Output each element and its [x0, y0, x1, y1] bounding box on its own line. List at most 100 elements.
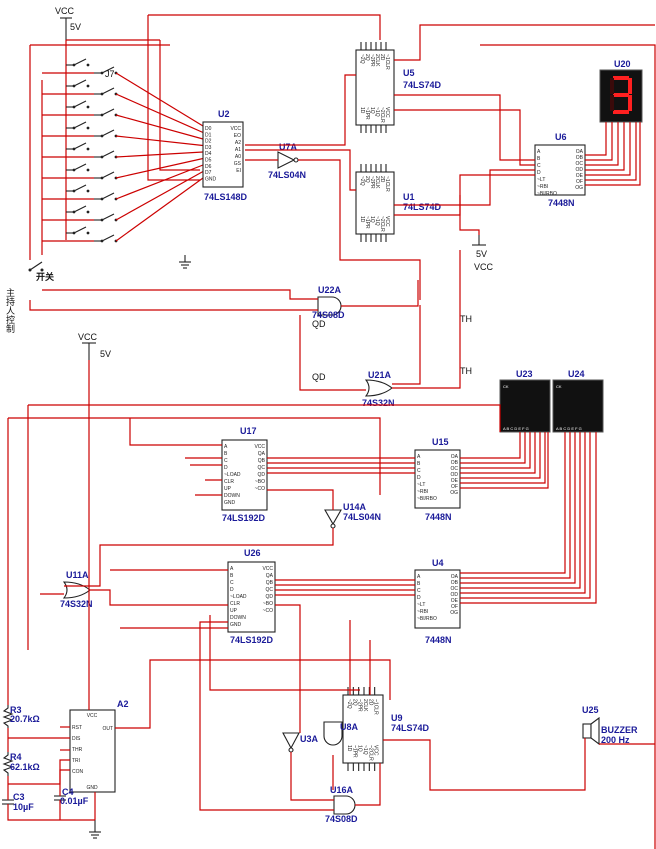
u2-pin-label: GS — [234, 161, 242, 167]
u5-part: 74LS74D — [403, 80, 442, 90]
u25-ref: U25 — [582, 705, 599, 715]
switch-pair[interactable] — [42, 100, 204, 140]
switch-pair[interactable] — [42, 58, 204, 127]
u26-pin-label: QC — [266, 587, 274, 593]
u2-pin-label: A1 — [235, 147, 241, 153]
a2-pin-label: GND — [86, 785, 98, 791]
u1-pin-label: 1D — [359, 216, 365, 223]
u1-pin-label: ~1Q — [374, 216, 380, 226]
u26-pin-label: UP — [230, 608, 238, 614]
u2-pin-label: EO — [234, 133, 241, 139]
u26-pin-label: QA — [266, 573, 274, 579]
u1-pin-label: ~1CLR — [384, 176, 390, 192]
u26-pin-label: D — [230, 587, 234, 593]
main-switch[interactable]: 开关 — [28, 261, 55, 282]
u6-pin-label: ~RBI — [537, 184, 548, 190]
u6-pin-label: C — [537, 163, 541, 169]
switch-pair[interactable] — [42, 164, 204, 201]
u2-pin-label: D6 — [205, 164, 212, 170]
u22a-ref: U22A — [318, 285, 342, 295]
svg-text:CK: CK — [503, 384, 509, 389]
u6-pin-label: OB — [576, 155, 584, 161]
u4-pin-label: A — [417, 574, 421, 580]
u17-part: 74LS192D — [222, 513, 266, 523]
u1-pin-label: ~2CLR — [379, 216, 385, 232]
u6-ref: U6 — [555, 132, 567, 142]
u26-pin-label: C — [230, 580, 234, 586]
u6-part: 7448N — [548, 198, 575, 208]
u6-pin-label: OF — [576, 179, 583, 185]
u5-pin-label: ~1PR — [364, 107, 370, 120]
u9-pin-label: 2CLK — [362, 699, 368, 712]
display-segment-g — [613, 93, 629, 97]
u9-pin-label: ~1PR — [351, 745, 357, 758]
u6-pin-label: A — [537, 149, 541, 155]
u3a-ref: U3A — [300, 734, 319, 744]
u9-pin-label: ~2Q — [346, 699, 352, 709]
u25-part: BUZZER — [601, 725, 638, 735]
u4-pin-label: OA — [451, 574, 459, 580]
u17-pin-label: A — [224, 444, 228, 450]
u17-pin-label: GND — [224, 500, 236, 506]
switch-pair[interactable] — [42, 177, 204, 243]
u7a-part: 74LS04N — [268, 170, 306, 180]
u2-pin-label: VCC — [230, 126, 241, 132]
u26-pin-label: ~BO — [263, 601, 273, 607]
a2-pin-label: VCC — [87, 713, 98, 719]
display-segment-f — [610, 78, 614, 94]
u9-ref: U9 — [391, 713, 403, 723]
u2-pin-label: D5 — [205, 158, 212, 164]
u15-pin-label: OF — [451, 484, 458, 490]
u26-pin-label: QB — [266, 580, 274, 586]
u6-pin-label: OG — [575, 185, 583, 191]
display-segment-e — [610, 95, 614, 111]
display-segment-d — [613, 110, 629, 114]
u2-part: 74LS148D — [204, 192, 248, 202]
svg-text:A B C D E F G: A B C D E F G — [556, 426, 582, 431]
u17-pin-label: ~BO — [255, 479, 265, 485]
th-label-1: TH — [460, 314, 472, 324]
u1-pin-label: ~2PR — [369, 176, 375, 189]
u9-pin-label: ~1CLR — [373, 699, 379, 715]
u6-pin-label: D — [537, 170, 541, 176]
switch-bank: J7 — [41, 39, 204, 255]
u17-counter: U17 74LS192D ABCD~LOADCLRUPDOWNGNDVCCQAQ… — [221, 426, 268, 523]
u4-pin-label: ~RBI — [417, 609, 428, 615]
u15-decoder: U15 7448N ABCD~LT~RBI~BI/RBOOAOBOCODOEOF… — [414, 437, 461, 522]
u17-pin-label: QD — [258, 472, 266, 478]
u2-pin-label: A0 — [235, 154, 241, 160]
u15-pin-label: B — [417, 461, 421, 467]
u1-pin-label: 2D — [379, 176, 385, 183]
u26-pin-label: B — [230, 573, 234, 579]
u11a-or-gate: U11A 74S32N — [60, 570, 93, 609]
u2-pin-label: EI — [236, 168, 241, 174]
c4-ref: C4 — [62, 787, 74, 797]
switch-label: 开关 — [36, 271, 54, 282]
u1-pin-label: 2CLK — [374, 176, 380, 189]
u2-pin-label: GND — [205, 176, 217, 182]
u4-pin-label: B — [417, 581, 421, 587]
u17-ref: U17 — [240, 426, 257, 436]
u4-pin-label: OE — [451, 598, 459, 604]
display-segment-b — [628, 78, 632, 94]
switch-pair[interactable] — [42, 121, 204, 147]
qd-label-1: QD — [312, 319, 326, 329]
u6-pin-label: OA — [576, 149, 584, 155]
u17-pin-label: VCC — [254, 444, 265, 450]
u8a-and-gate: U8A — [323, 721, 359, 746]
u11a-part: 74S32N — [60, 599, 93, 609]
u26-pin-label: GND — [230, 622, 242, 628]
u2-pin-label: D1 — [205, 132, 212, 138]
r3-ref: R3 — [10, 705, 22, 715]
u26-pin-label: ~LOAD — [230, 594, 247, 600]
vcc-mid-symbol: VCC 5V — [78, 332, 111, 360]
u6-decoder: U6 7448N ABCD~LT~RBI~BI/RBOOAOBOCODOEOFO… — [534, 132, 586, 208]
u23-seven-segment-display: U23 CK A B C D E F G — [499, 369, 551, 433]
u15-pin-label: C — [417, 468, 421, 474]
u5-pin-label: ~2PR — [369, 54, 375, 67]
u21a-or-gate: U21A 74S32N — [362, 370, 395, 408]
u16a-ref: U16A — [330, 785, 354, 795]
r4-value: 62.1kΩ — [10, 762, 40, 772]
u17-pin-label: B — [224, 451, 228, 457]
u11a-ref: U11A — [66, 570, 89, 580]
